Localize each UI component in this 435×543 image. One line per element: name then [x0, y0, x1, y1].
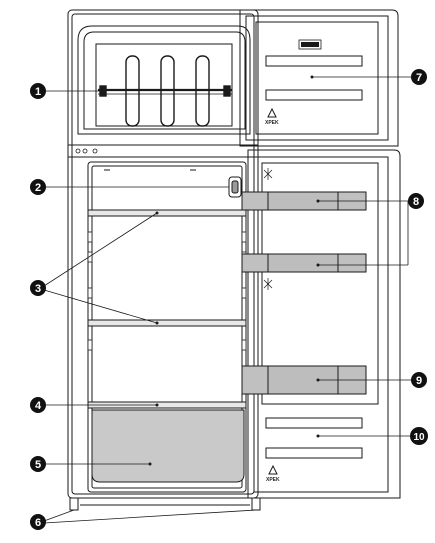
callout-9: 9 [411, 372, 427, 388]
callout-2: 2 [30, 179, 46, 195]
leader-line-3b [43, 289, 158, 324]
freezer-door [239, 9, 399, 147]
freezer-door-shelf [265, 55, 363, 101]
fridge-glass-shelf-upper [87, 209, 247, 217]
svg-text:1: 1 [35, 86, 41, 98]
door-gasket-marks [263, 168, 273, 290]
freezer-compartment [77, 25, 251, 135]
leader-line-6b [43, 509, 257, 524]
svg-text:8: 8 [413, 196, 419, 208]
svg-text:3: 3 [35, 283, 41, 295]
control-indicators [75, 148, 98, 154]
svg-text:10: 10 [413, 432, 425, 443]
shelf-rail-supports [87, 231, 247, 351]
freezer-shelf-wire-rack [98, 55, 232, 127]
fridge-door-logo-label: XPEK [266, 477, 280, 483]
leader-line-3a [43, 212, 158, 287]
shelf-markers [155, 211, 159, 407]
freezer-door-brand-logo [298, 39, 322, 50]
callout-10: 10 [410, 427, 428, 445]
callout-4: 4 [30, 397, 46, 413]
leader-line-6a [43, 509, 75, 522]
svg-text:2: 2 [35, 182, 41, 194]
callout-7: 7 [411, 69, 427, 85]
leader-lines [43, 76, 412, 524]
callout-1: 1 [30, 83, 46, 99]
thermostat-lamp-housing [228, 176, 242, 198]
callout-8: 8 [408, 193, 424, 209]
door-bin-middle [241, 253, 367, 273]
levelling-feet [69, 497, 261, 511]
svg-text:6: 6 [35, 517, 41, 529]
freezer-door-logo-label: XPEK [265, 120, 279, 126]
callout-6: 6 [30, 514, 46, 530]
svg-text:5: 5 [35, 459, 41, 471]
fridge-door-lower-panel [265, 417, 363, 459]
fridge-glass-shelf-middle [87, 319, 247, 327]
crisper-drawer [91, 409, 245, 483]
freezer-door-xpek-mark: XPEK [265, 107, 279, 126]
fridge-door-xpek-mark: XPEK [266, 464, 280, 483]
fridge-compartment [87, 161, 247, 493]
svg-text:4: 4 [35, 400, 42, 412]
callout-3: 3 [30, 280, 46, 296]
door-bin-upper [241, 191, 367, 211]
svg-text:7: 7 [416, 72, 422, 84]
svg-text:9: 9 [416, 375, 422, 387]
leader-endpoint-dots [148, 75, 320, 466]
callout-5: 5 [30, 456, 46, 472]
